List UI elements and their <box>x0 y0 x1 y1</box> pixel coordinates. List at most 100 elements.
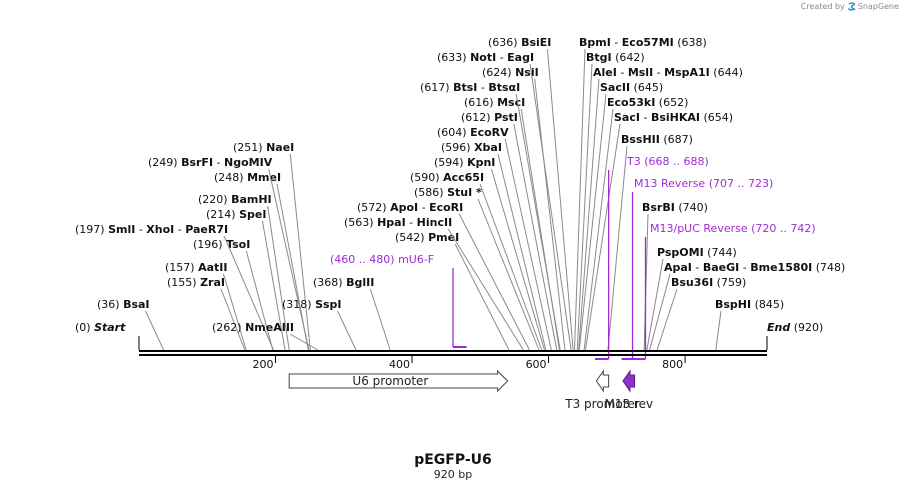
site-position: (845) <box>751 298 784 311</box>
site-zrai[interactable]: (155) ZraI <box>167 276 246 351</box>
site-position: (744) <box>704 246 737 259</box>
site-label: ApaI - BaeGI - Bme1580I (748) <box>664 261 845 274</box>
site-label: (612) PstI <box>461 111 518 124</box>
site-msci[interactable]: (616) MscI <box>464 96 560 351</box>
feature-m13-rev[interactable]: M13 rev <box>604 369 653 411</box>
feature-label: T3 promoter <box>564 397 640 411</box>
site-spei[interactable]: (214) SpeI <box>206 208 286 351</box>
credit-prefix: Created by <box>800 2 845 11</box>
enzyme-bts-i: BtsαI <box>488 81 520 94</box>
site-position: (563) <box>344 216 377 229</box>
site-kpni[interactable]: (594) KpnI <box>434 156 545 351</box>
site-xbai[interactable]: (596) XbaI <box>441 141 547 351</box>
site-bsshii[interactable]: BssHII (687) <box>607 133 693 351</box>
site-connector <box>447 228 524 351</box>
site-connector <box>369 288 391 351</box>
site-label: (248) MmeI <box>214 171 281 184</box>
site-connector <box>245 250 274 351</box>
site-smli[interactable]: (197) SmlI - XhoI - PaeR7I <box>75 223 274 351</box>
site-connector <box>583 108 614 351</box>
site-bsiei[interactable]: (636) BsiEI <box>488 36 574 351</box>
site-position: (262) <box>212 321 245 334</box>
enzyme-mspa1i: MspA1I <box>664 66 710 79</box>
site-connector <box>578 78 600 351</box>
site-position: (197) <box>75 223 108 236</box>
enzyme-pmei: PmeI <box>428 231 459 244</box>
enzyme-bsshii: BssHII <box>621 133 660 146</box>
site-position: (687) <box>660 133 693 146</box>
svg-text:End (920): End (920) <box>767 321 823 334</box>
site-bsphi[interactable]: BspHI (845) <box>715 298 784 351</box>
site-mmei[interactable]: (248) MmeI <box>214 171 309 351</box>
feature-u6-promoter[interactable]: U6 promoter <box>288 369 509 393</box>
site-label: (594) KpnI <box>434 156 495 169</box>
site-sacii[interactable]: SacII (645) <box>578 81 663 351</box>
site-noti[interactable]: (633) NotI - EagI <box>437 51 572 351</box>
site-pspomi[interactable]: PspOMI (744) <box>646 246 737 351</box>
site-label: (318) SspI <box>282 298 342 311</box>
site-connector <box>646 258 664 351</box>
site-position: (617) <box>420 81 453 94</box>
enzyme-aatii: AatII <box>198 261 227 274</box>
site-psti[interactable]: (612) PstI <box>461 111 558 351</box>
site-connector <box>574 48 586 351</box>
enzyme-bpmi: BpmI <box>579 36 611 49</box>
site-bsu36i[interactable]: Bsu36I (759) <box>656 276 746 351</box>
site-btsi[interactable]: (617) BtsI - BtsαI <box>420 81 561 351</box>
site-hpai[interactable]: (563) HpaI - HincII <box>344 216 524 351</box>
site-alei[interactable]: AleI - MslI - MspA1I (644) <box>578 66 743 351</box>
site-bsai[interactable]: (36) BsaI <box>97 298 165 351</box>
enzyme-kpni: KpnI <box>467 156 495 169</box>
enzyme-pspomi: PspOMI <box>657 246 704 259</box>
scale-tick-label: 800 <box>662 358 683 371</box>
primer-m13-reverse[interactable]: M13 Reverse (707 .. 723) <box>621 177 774 360</box>
site-acc65i[interactable]: (590) Acc65I <box>410 171 543 351</box>
site-bsrfi[interactable]: (249) BsrFI - NgoMIV <box>148 156 310 351</box>
site-btgi[interactable]: BtgI (642) <box>576 51 645 351</box>
site-position: (612) <box>461 111 494 124</box>
enzyme-bme1580i: Bme1580I <box>750 261 812 274</box>
site-position: (155) <box>167 276 200 289</box>
restriction-sites: (36) BsaI(155) ZraI(157) AatII(196) TsoI… <box>75 36 846 351</box>
site-pmei[interactable]: (542) PmeI <box>395 231 510 351</box>
site-ecorv[interactable]: (604) EcoRV <box>437 126 552 351</box>
site-nmeaiii[interactable]: (262) NmeAIII <box>212 321 319 351</box>
site-nsii[interactable]: (624) NsiI <box>482 66 566 351</box>
site-sspi[interactable]: (318) SspI <box>282 298 357 351</box>
site-aatii[interactable]: (157) AatII <box>165 261 247 351</box>
enzyme-noti: NotI <box>470 51 496 64</box>
site-bamhi[interactable]: (220) BamHI <box>198 193 290 351</box>
snapgene-logo-icon <box>847 2 856 11</box>
primer-m13-puc-reverse[interactable]: M13/pUC Reverse (720 .. 742) <box>630 222 816 360</box>
primer-t3[interactable]: T3 (668 .. 688) <box>594 155 709 360</box>
site-bpmi[interactable]: BpmI - Eco57MI (638) <box>574 36 707 351</box>
site-label: SacI - BsiHKAI (654) <box>614 111 733 124</box>
enzyme-nmeaiii: NmeAIII <box>245 321 294 334</box>
enzyme-bsu36i: Bsu36I <box>671 276 713 289</box>
site-label: (368) BglII <box>313 276 374 289</box>
site-eco53ki[interactable]: Eco53kI (652) <box>583 96 688 351</box>
site-connector <box>504 138 552 351</box>
site-label: (563) HpaI - HincII <box>344 216 452 229</box>
site-connector <box>649 273 671 351</box>
feature-t3-promoter[interactable]: T3 promoter <box>564 369 640 411</box>
svg-text:(460 .. 480) mU6-F: (460 .. 480) mU6-F <box>330 253 434 266</box>
enzyme-btsi: BtsI <box>453 81 477 94</box>
site-label: (262) NmeAIII <box>212 321 294 334</box>
site-naei[interactable]: (251) NaeI <box>233 141 311 351</box>
site-saci[interactable]: SacI - BsiHKAI (654) <box>584 111 733 351</box>
site-bglii[interactable]: (368) BglII <box>313 276 391 351</box>
site-position: (196) <box>193 238 226 251</box>
site-tsoi[interactable]: (196) TsoI <box>193 238 274 351</box>
site-label: PspOMI (744) <box>657 246 737 259</box>
site-connector <box>289 153 311 351</box>
site-connector <box>715 310 722 351</box>
site-apai[interactable]: ApaI - BaeGI - Bme1580I (748) <box>649 261 846 351</box>
site-apoi[interactable]: (572) ApoI - EcoRI <box>357 201 530 351</box>
primer-mu6-f[interactable]: (460 .. 480) mU6-F <box>330 253 467 348</box>
site-connector <box>337 310 357 351</box>
scale-tick-label: 200 <box>253 358 274 371</box>
site-stui[interactable]: (586) StuI * <box>414 186 540 351</box>
site-connector <box>490 168 545 351</box>
